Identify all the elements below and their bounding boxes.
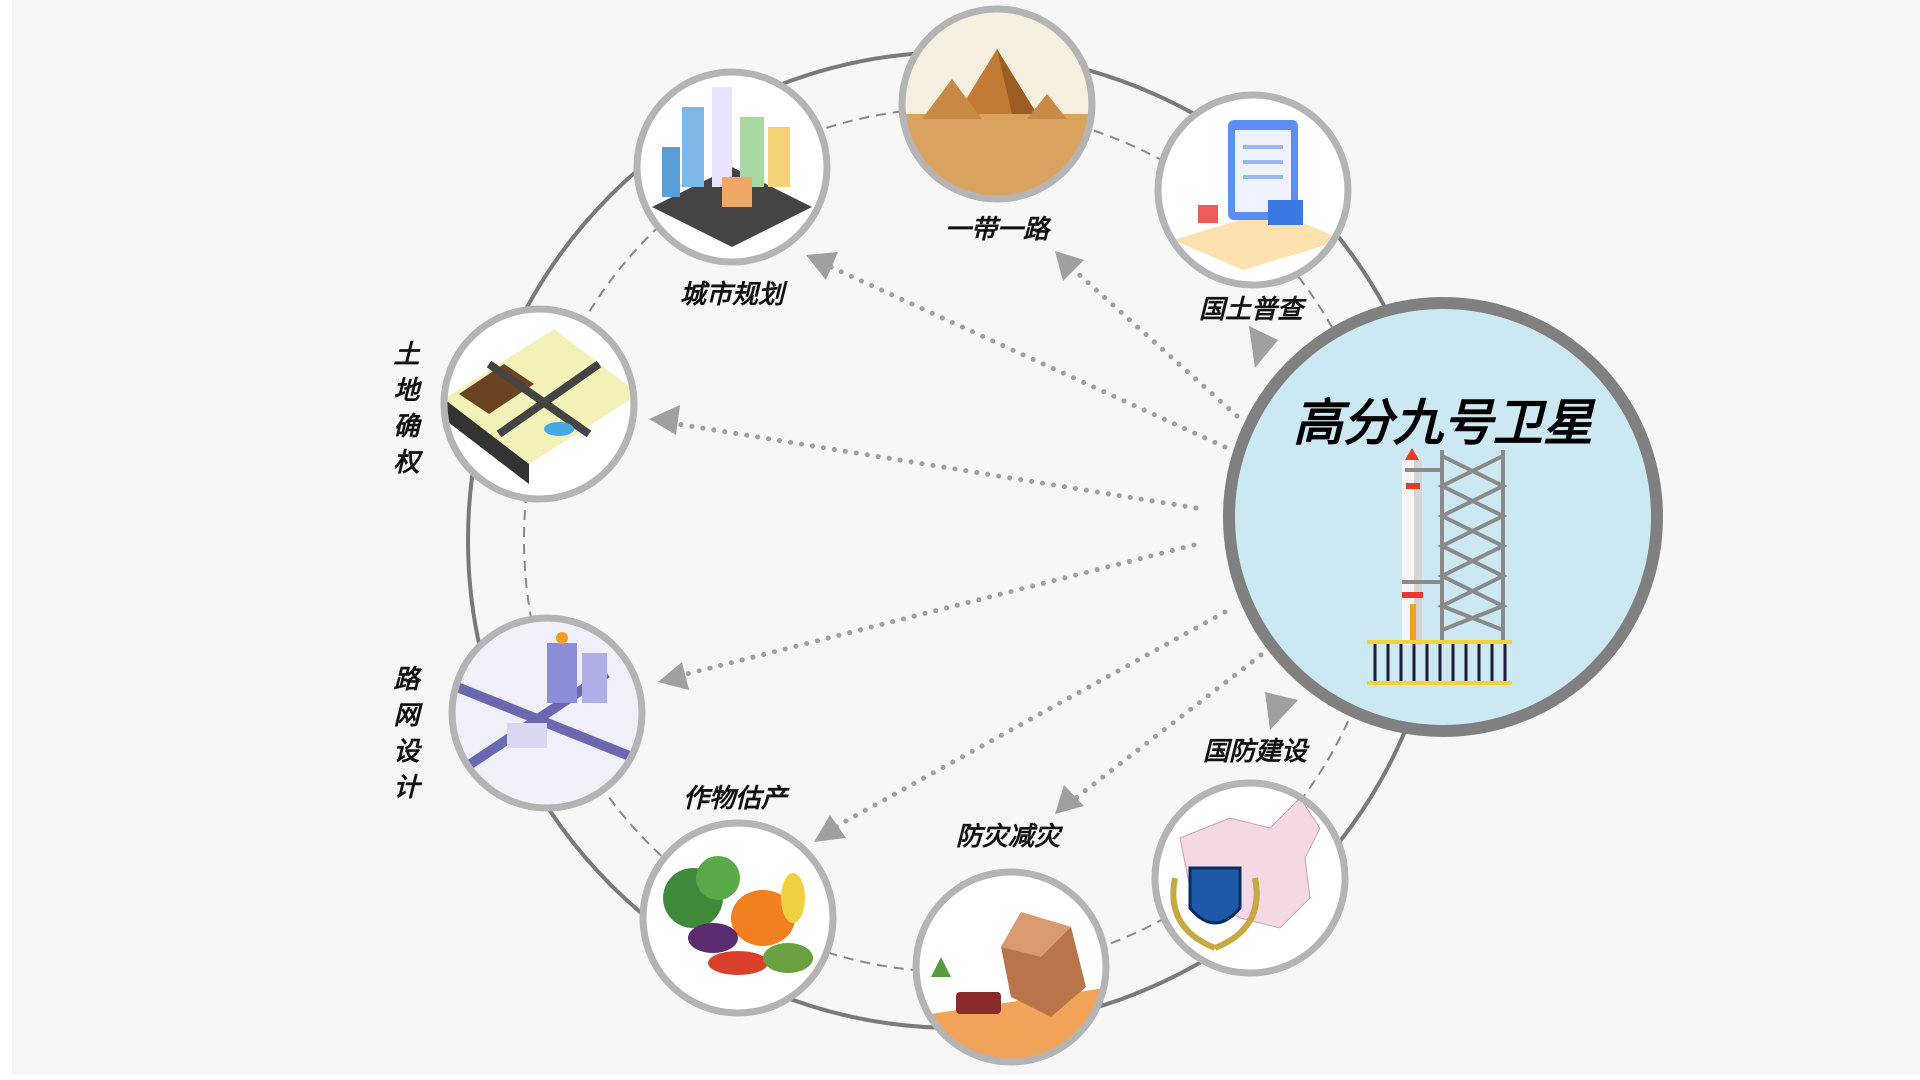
label-disaster-prevention: 防灾减灾 [956, 822, 1064, 852]
label-land-rights: 土地确权 [389, 340, 419, 484]
arrow-land-rights [662, 419, 1199, 511]
arrowhead-land-rights [649, 405, 680, 435]
label-crop-yield: 作物估产 [683, 784, 790, 814]
node-belt-and-road[interactable] [897, 5, 1097, 214]
city-buildings-illustration [652, 87, 812, 247]
label-land-survey: 国土普查 [1199, 295, 1307, 325]
clipboard-illustration [1173, 120, 1343, 270]
road-network-illustration [455, 632, 639, 778]
label-national-defense: 国防建设 [1203, 737, 1310, 767]
hub-satellite: 高分九号卫星 [1223, 297, 1663, 737]
label-road-network: 路网设计 [389, 665, 419, 809]
node-national-defense[interactable] [1151, 779, 1349, 977]
arrows [662, 259, 1264, 835]
arrowhead-road-network [658, 662, 689, 690]
arrowhead-belt-and-road [1055, 251, 1084, 281]
label-urban-planning: 城市规划 [680, 280, 788, 310]
arrowhead-disaster-prevention [1055, 785, 1084, 814]
arrow-road-network [672, 542, 1197, 680]
arrowheads [649, 251, 1298, 842]
land-parcels-illustration [447, 329, 631, 484]
arrow-urban-planning [817, 259, 1228, 450]
arrow-crop-yield [823, 609, 1228, 835]
node-crop-yield[interactable] [639, 819, 837, 1017]
node-urban-planning[interactable] [633, 68, 831, 266]
hub-title: 高分九号卫星 [1293, 394, 1596, 452]
node-road-network[interactable] [447, 614, 647, 812]
vegetables-illustration [663, 856, 813, 975]
arrowhead-crop-yield [814, 815, 846, 842]
arrowhead-national-defense [1265, 692, 1298, 730]
arrowhead-land-survey [1249, 326, 1278, 368]
arrow-disaster-prevention [1065, 652, 1264, 807]
arrowhead-urban-planning [806, 252, 838, 280]
node-land-survey[interactable] [1154, 91, 1352, 289]
label-belt-and-road: 一带一路 [945, 215, 1052, 245]
china-map-shield-illustration [1170, 797, 1321, 951]
node-land-rights[interactable] [440, 305, 639, 503]
rocket-launch-icon [1367, 448, 1512, 685]
